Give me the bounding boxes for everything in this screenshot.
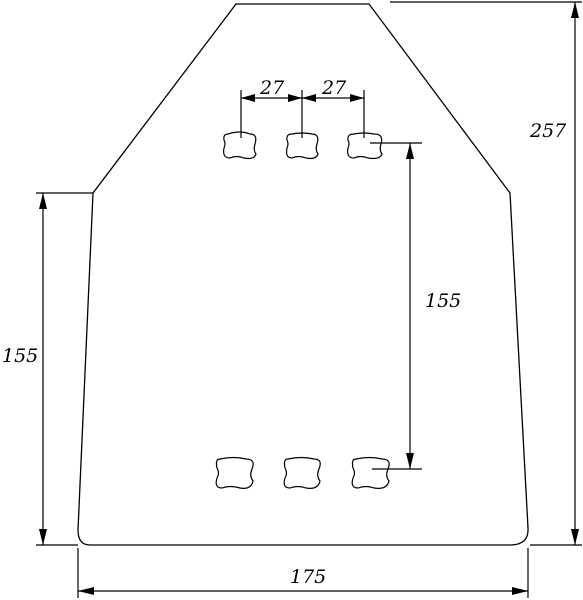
width-label: 175 [290,566,326,588]
left-height-label: 155 [2,345,38,367]
arrowhead [288,94,302,102]
arrowhead [39,193,47,209]
arrowhead [302,94,316,102]
arrowhead [512,587,528,595]
arrowhead [241,94,255,102]
slot-top-left [223,131,257,160]
arrowhead [78,587,94,595]
slot-top-middle [285,132,319,160]
arrowhead [39,529,47,545]
plate-outline [77,3,529,546]
slot-bottom-right [351,456,390,489]
spacing-label-1: 27 [259,77,285,99]
arrowhead [406,143,414,159]
holes-height-label: 155 [425,290,461,312]
slot-top-right [347,132,383,160]
slot-bottom-left [215,456,254,489]
arrowhead [571,2,579,18]
arrowhead [406,453,414,469]
arrowhead [571,529,579,545]
slot-bottom-middle [283,456,321,489]
spacing-label-2: 27 [321,77,347,99]
total-height-label: 257 [529,120,567,142]
arrowhead [350,94,364,102]
